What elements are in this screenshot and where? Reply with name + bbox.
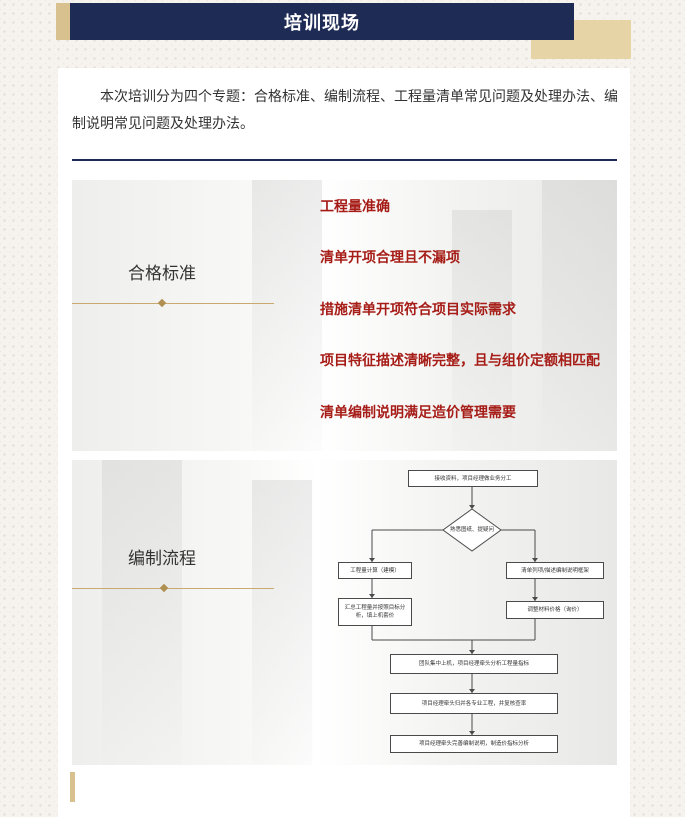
standards-panel: 合格标准 工程量准确 清单开项合理且不漏项 措施清单开项符合项目实际需求 项目特… — [72, 180, 617, 451]
standard-item: 措施清单开项符合项目实际需求 — [320, 302, 516, 318]
flow-step-sort: 项目经理牵头归并各专业工程，并复核查率 — [390, 693, 558, 714]
flow-step-final: 项目经理牵头完善编制说明，制造价指标分析 — [390, 735, 558, 753]
bottom-accent — [70, 772, 75, 802]
process-title: 编制流程 — [128, 549, 196, 569]
standard-item: 清单开项合理且不漏项 — [320, 250, 460, 266]
title-left-accent — [56, 3, 70, 40]
flow-step-team: 团队集中上机，项目经理牵头分析工程量指标 — [390, 654, 558, 674]
standards-title: 合格标准 — [128, 264, 196, 284]
flow-step-receive: 接收资料，项目经理做业务分工 — [408, 470, 538, 487]
flow-step-review: 熟悉图纸、提疑问 — [449, 527, 494, 533]
flow-step-summary: 汇总工程量并按照目标分析，填上机套价 — [338, 598, 412, 626]
standard-item: 清单编制说明满足造价管理需要 — [320, 405, 516, 421]
intro-paragraph: 本次培训分为四个专题：合格标准、编制流程、工程量清单常见问题及处理办法、编制说明… — [72, 89, 618, 132]
section-title: 培训现场 — [284, 12, 360, 34]
flow-step-price: 调整材料价格（询价） — [506, 601, 604, 619]
standards-diamond-icon — [157, 298, 167, 308]
flowchart-connectors — [369, 487, 538, 735]
standard-item: 工程量准确 — [320, 199, 390, 215]
divider-rule — [72, 159, 617, 161]
flow-step-calc: 工程量计算（建模） — [338, 562, 412, 579]
process-deco-line — [72, 588, 274, 589]
standards-deco-line — [72, 303, 274, 304]
process-panel: 编制流程 接收资料 — [72, 460, 617, 765]
standard-item: 项目特征描述清晰完整，且与组价定额相匹配 — [320, 353, 600, 369]
flow-step-list: 清单列项/描述编制说明框架 — [506, 562, 604, 579]
section-title-bar: 培训现场 — [70, 3, 574, 40]
decision-diamond — [442, 508, 502, 552]
